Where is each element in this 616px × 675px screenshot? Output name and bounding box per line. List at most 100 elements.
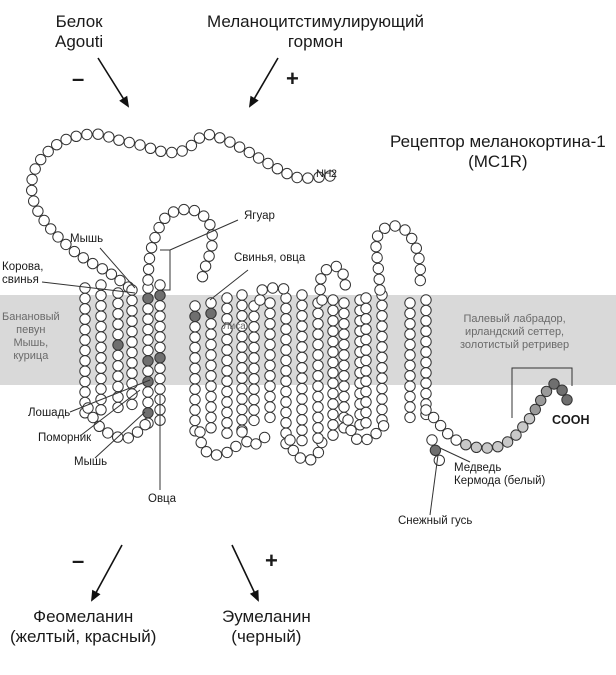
amino-acid-bead (248, 352, 260, 364)
amino-acid-bead (337, 268, 349, 280)
amino-acid-bead (154, 300, 166, 312)
amino-acid-bead (167, 206, 180, 218)
amino-acid-chain (26, 128, 573, 466)
amino-acid-bead (523, 413, 536, 425)
pheomelanin-arrow-head (91, 589, 101, 602)
amino-acid-bead (60, 238, 72, 251)
amino-acid-bead (112, 328, 124, 341)
eumelanin-arrow-head (249, 589, 259, 602)
amino-acid-bead (342, 414, 354, 426)
amino-acid-bead (404, 328, 416, 340)
amino-acid-bead (324, 170, 336, 182)
amino-acid-bead (327, 346, 339, 358)
amino-acid-bead (312, 338, 324, 351)
amino-acid-bead (540, 385, 553, 398)
amino-acid-bead (194, 426, 206, 438)
amino-acid-bead (481, 442, 493, 454)
msh-arrow (249, 57, 279, 107)
amino-acid-bead (32, 205, 44, 217)
amino-acid-bead (420, 356, 432, 369)
pheomelanin-arrow (91, 544, 123, 601)
amino-acid-bead (248, 331, 260, 343)
amino-acid-bead (280, 313, 292, 325)
amino-acid-bead (205, 318, 217, 330)
amino-acid-bead (376, 393, 388, 405)
amino-acid-bead (296, 414, 308, 426)
amino-acid-bead (205, 422, 217, 434)
amino-acid-bead (126, 284, 138, 296)
amino-acid-bead (199, 260, 212, 272)
amino-acid-bead (264, 380, 276, 392)
amino-acid-bead (327, 356, 339, 369)
amino-acid-bead (189, 373, 201, 385)
pheo-line1: Феомеланин (33, 607, 134, 626)
amino-acid-bead (414, 274, 426, 287)
amino-acid-bead (154, 352, 166, 364)
amino-acid-bead (264, 401, 276, 413)
amino-acid-bead (312, 401, 324, 413)
labrador-bracket (511, 367, 573, 418)
amino-acid-bead (189, 414, 201, 427)
amino-acid-bead (206, 240, 218, 252)
agouti-line1: Белок (55, 12, 103, 31)
amino-acid-bead (236, 382, 248, 395)
amino-acid-bead (370, 241, 382, 253)
amino-acid-bead (267, 282, 279, 294)
cow-line2: свинья (2, 274, 39, 286)
amino-acid-bead (205, 401, 217, 413)
amino-acid-bead (185, 139, 198, 152)
amino-acid-bead (236, 299, 248, 312)
amino-acid-bead (29, 163, 41, 175)
amino-acid-bead (112, 360, 124, 372)
skua-leader (79, 389, 141, 437)
amino-acid-bead (312, 432, 324, 444)
eumelanin-label: Эумеланин (черный) (222, 607, 311, 647)
amino-acid-bead (38, 214, 50, 227)
amino-acid-bead (236, 362, 248, 374)
amino-acid-bead (154, 310, 166, 322)
amino-acid-bead (178, 203, 190, 216)
amino-acid-bead (154, 372, 166, 385)
amino-acid-bead (262, 157, 274, 170)
amino-acid-bead (420, 404, 432, 416)
amino-acid-bead (188, 204, 201, 217)
amino-acid-bead (248, 362, 260, 375)
amino-acid-bead (254, 294, 266, 306)
amino-acid-bead (296, 362, 308, 374)
amino-acid-bead (296, 372, 308, 384)
amino-acid-bead (420, 367, 432, 379)
amino-acid-bead (142, 344, 154, 357)
amino-acid-bead (316, 294, 328, 306)
amino-acid-bead (248, 404, 260, 416)
msh-line1: Меланоцитстимулирующий (207, 12, 424, 31)
amino-acid-bead (280, 385, 292, 398)
amino-acid-bead (376, 382, 388, 395)
amino-acid-bead (142, 386, 154, 398)
amino-acid-bead (95, 310, 107, 322)
amino-acid-bead (243, 146, 256, 159)
amino-acid-bead (315, 273, 327, 285)
amino-acid-bead (126, 398, 138, 411)
amino-acid-bead (154, 279, 166, 291)
amino-acid-bead (414, 263, 426, 276)
amino-acid-bead (95, 372, 107, 385)
amino-acid-bead (327, 408, 339, 421)
amino-acid-bead (95, 341, 107, 354)
amino-acid-bead (556, 384, 568, 396)
bear-leader (439, 447, 471, 463)
amino-acid-bead (112, 318, 124, 330)
c-terminal-label: COOH (552, 413, 590, 427)
agouti-line2: Agouti (55, 32, 104, 51)
amino-acid-bead (327, 367, 339, 379)
amino-acid-bead (420, 387, 432, 400)
amino-acid-bead (312, 390, 324, 403)
amino-acid-bead (429, 444, 442, 456)
amino-acid-bead (126, 388, 138, 400)
pig-sheep-leader (209, 269, 249, 301)
amino-acid-bead (221, 385, 233, 398)
amino-acid-bead (103, 131, 115, 143)
amino-acid-bead (112, 349, 124, 362)
amino-acid-bead (327, 294, 339, 306)
amino-acid-bead (360, 344, 372, 356)
amino-acid-bead (195, 436, 207, 449)
